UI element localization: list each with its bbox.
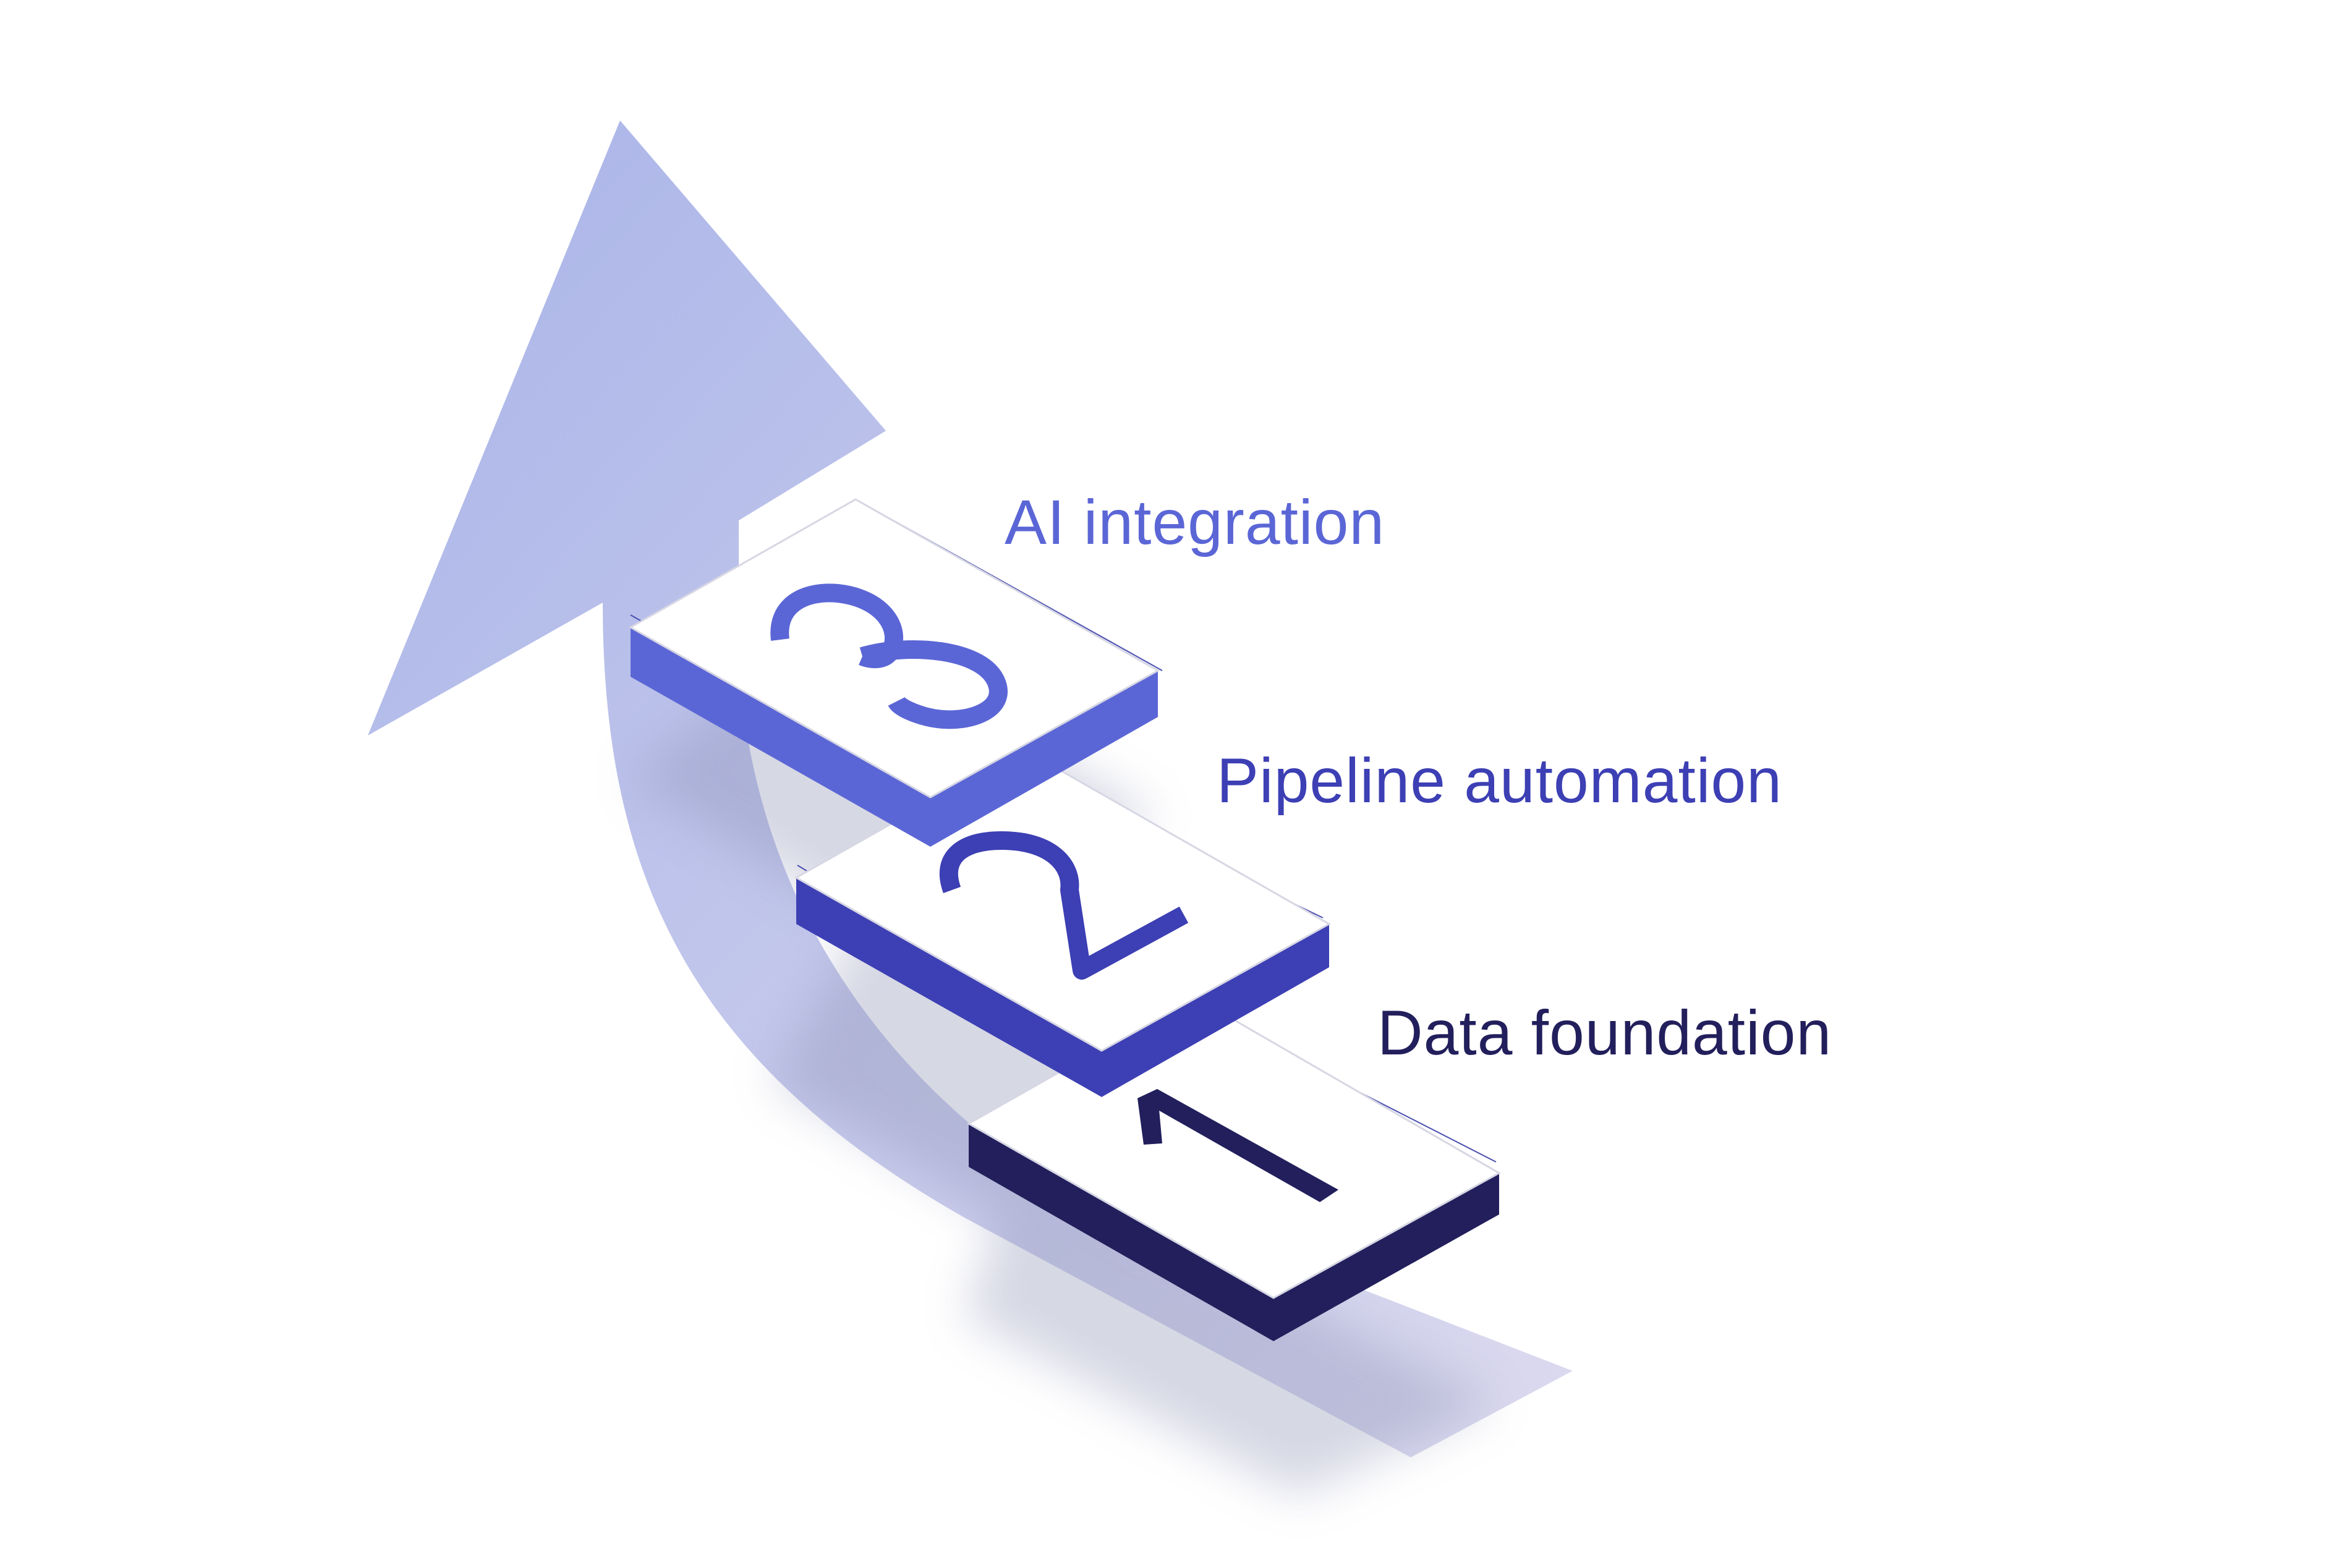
step-1-label: Data foundation: [1377, 998, 1832, 1068]
step-3-label: AI integration: [1005, 487, 1385, 557]
step-3-number: [770, 583, 1008, 729]
upward-curved-arrow-icon: [368, 121, 1573, 1457]
step-2-label: Pipeline automation: [1217, 745, 1782, 816]
step-1-number: [1137, 1089, 1338, 1202]
step-3-tile: [628, 498, 1160, 847]
step-2-number: [939, 831, 1189, 980]
